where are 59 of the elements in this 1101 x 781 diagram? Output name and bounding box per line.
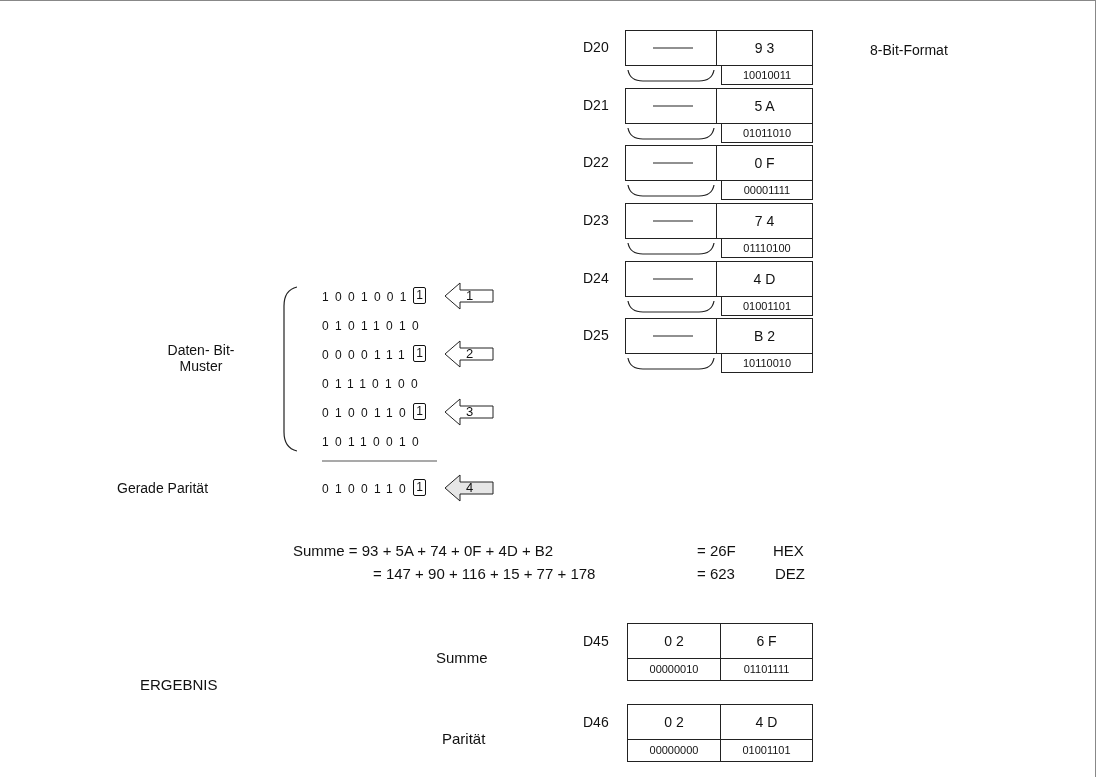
bit-row: 0100110 [322, 405, 412, 421]
register-label: D25 [583, 327, 609, 343]
parity-bit-box: 1 [413, 287, 426, 304]
binary-cell: 10010011 [721, 65, 813, 85]
section-label: ERGEBNIS [140, 677, 218, 693]
parity-bit-box: 1 [413, 403, 426, 420]
register-label: D24 [583, 270, 609, 286]
binary-cell: 01011010 [721, 123, 813, 143]
binary-cell: 10110010 [721, 353, 813, 373]
numbered-pointer [444, 474, 494, 502]
row-label: Summe [436, 650, 488, 666]
binary-cell: 00001111 [721, 180, 813, 200]
row-label: Gerade Parität [117, 480, 209, 496]
hex-cell: 7 4 [716, 203, 813, 239]
format-note: 8-Bit-Format [870, 42, 948, 58]
equation-text: = 26F [697, 543, 736, 559]
bit-row: 01011010 [322, 318, 425, 334]
bit-row: 0000111 [322, 347, 412, 363]
parity-bit-box: 1 [413, 479, 426, 496]
hex-cell: 9 3 [716, 30, 813, 66]
register-label: D46 [583, 714, 609, 730]
bit-row: 01110100 [322, 376, 424, 392]
register-label: D23 [583, 212, 609, 228]
equation-text: = 623 [697, 566, 735, 582]
hex-cell: 4 D [720, 704, 813, 740]
equation-text: Summe = 93 + 5A + 74 + 0F + 4D + B2 [293, 543, 554, 559]
parity-bit-box: 1 [413, 345, 426, 362]
hex-cell: 6 F [720, 623, 813, 659]
row-label: Parität [442, 731, 486, 747]
arrow-number: 1 [466, 288, 474, 304]
register-label: D20 [583, 39, 609, 55]
group-label: Daten- Bit-Muster [166, 342, 236, 374]
hex-cell: 5 A [716, 88, 813, 124]
binary-cell: 01101111 [720, 658, 813, 681]
hex-cell: B 2 [716, 318, 813, 354]
register-label: D45 [583, 633, 609, 649]
hex-cell: 0 2 [627, 623, 721, 659]
bit-row: 10110010 [322, 434, 425, 450]
unit-label: DEZ [775, 566, 805, 582]
equation-text: = 147 + 90 + 116 + 15 + 77 + 178 [373, 566, 596, 582]
register-label: D21 [583, 97, 609, 113]
arrow-number: 4 [466, 480, 474, 496]
binary-cell: 01001101 [720, 739, 813, 762]
numbered-pointer [444, 398, 494, 426]
hex-cell: 4 D [716, 261, 813, 297]
bit-row: 1001001 [322, 289, 413, 305]
binary-cell: 01110100 [721, 238, 813, 258]
hex-cell: 0 2 [627, 704, 721, 740]
binary-cell: 01001101 [721, 296, 813, 316]
arrow-number: 2 [466, 346, 474, 362]
register-label: D22 [583, 154, 609, 170]
numbered-pointer [444, 282, 494, 310]
numbered-pointer [444, 340, 494, 368]
arrow-number: 3 [466, 404, 474, 420]
binary-cell: 00000000 [627, 739, 721, 762]
unit-label: HEX [773, 543, 804, 559]
bit-row: 0100110 [322, 481, 412, 497]
binary-cell: 00000010 [627, 658, 721, 681]
hex-cell: 0 F [716, 145, 813, 181]
